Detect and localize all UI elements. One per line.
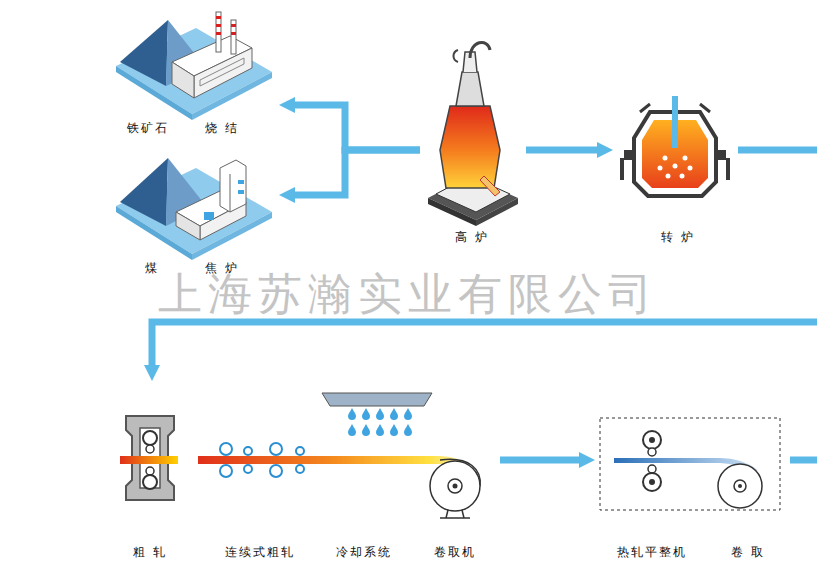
blast-furnace-node: 高 炉 [424,40,522,246]
converter-node: 转 炉 [616,92,734,246]
flow-arrow [500,457,579,464]
sinter-node: 铁矿石 烧 结 [112,16,276,140]
flow-arrow [526,147,597,154]
temper-mill [600,418,780,510]
node-label: 粗 轧 [133,545,167,559]
node-label: 冷却系统 [336,545,392,559]
cooling-node: 冷却系统 [322,388,406,564]
node-label: 连续式粗轧 [225,545,295,559]
node-label: 卷 取 [731,545,765,559]
converter [620,96,730,196]
node-label: 转 炉 [661,230,695,244]
blast-furnace [428,42,518,226]
flow-arrow [152,150,817,365]
flow-arrow [295,105,420,150]
node-label: 烧 结 [205,121,239,135]
coke-oven-node: 煤焦 炉 [112,150,276,278]
sinter-plant [116,12,272,120]
roughing-mill-node: 粗 轧 [114,384,190,564]
continuous-mill-node: 连续式粗轧 [196,430,318,564]
coke-oven [116,158,272,260]
node-label: 煤 [145,261,159,275]
coiler-node: 卷取机 [412,440,496,564]
flow-line [790,457,817,464]
node-label: 高 炉 [455,230,489,244]
flow-arrow [295,150,420,195]
node-label: 铁矿石 [127,121,169,135]
node-label: 热轧平整机 [617,545,687,559]
rolling-line [198,393,480,518]
temper-mill-node: 热轧平整机 卷 取 [598,414,786,564]
watermark: 上海苏瀚实业有限公司 [158,270,658,318]
node-label: 焦 炉 [205,261,239,275]
roughing-mill [120,416,178,500]
node-label: 卷取机 [434,545,476,559]
